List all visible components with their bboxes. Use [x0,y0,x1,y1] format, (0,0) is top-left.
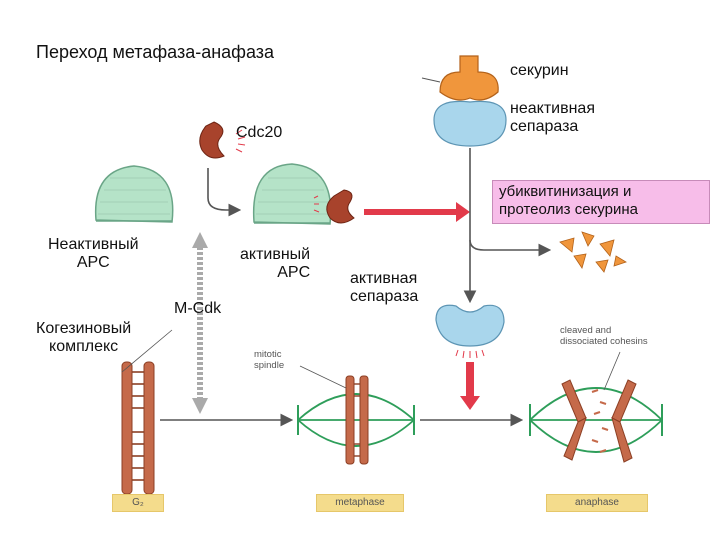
cleavage-arrow [460,362,480,410]
cdc20-icon [199,121,225,159]
active-apc-label: активный APC [240,246,311,282]
mcdk-label: M-Cdk [174,300,222,317]
ubiquitination-label: убиквитинизация и протеолиз секурина [492,180,710,224]
active-apc-shape [252,163,355,225]
securin-shape [439,55,499,101]
anaphase-chromosomes [561,379,637,463]
g2-chromosome [121,361,155,495]
metaphase-chromosome [345,375,369,465]
cdc20-label: Cdc20 [236,124,283,141]
cohesin-complex-label: Когезиновый комплекс [36,320,132,356]
cdc20-activation-marks [235,129,246,153]
spindle-pointer [299,365,347,389]
inactive-separase-shape [433,100,507,147]
cleaved-cohesin-pieces [591,389,609,453]
securin-label: секурин [510,62,569,79]
securin-pointer [421,77,441,83]
metaphase-spindle [297,393,415,447]
active-separase-marks [455,349,485,359]
metaphase-stage-label: metaphase [316,494,404,512]
mitotic-spindle-label: mitotic spindle [254,349,285,371]
cohesin-pointer [121,329,173,373]
cleaved-cohesins-label: cleaved and dissociated cohesins [560,325,648,347]
g2-stage-label: G₂ [112,494,164,512]
inactive-apc-shape [94,165,174,223]
anaphase-spindle [529,387,663,453]
active-separase-shape [435,304,505,347]
inactive-apc-label: Неактивный APC [48,236,139,272]
mcdk-arrow [192,232,208,414]
ubiquitination-arrow [364,202,470,222]
diagram-title: Переход метафаза-анафаза [36,42,275,62]
securin-degradation-arrow [469,239,552,257]
cohesins-pointer [603,351,621,391]
active-separase-label: активная сепараза [350,270,419,306]
anaphase-stage-label: anaphase [546,494,648,512]
inactive-separase-label: неактивная сепараза [510,100,595,136]
securin-fragments [559,231,627,273]
cdc20-binding-arrow [207,168,242,217]
